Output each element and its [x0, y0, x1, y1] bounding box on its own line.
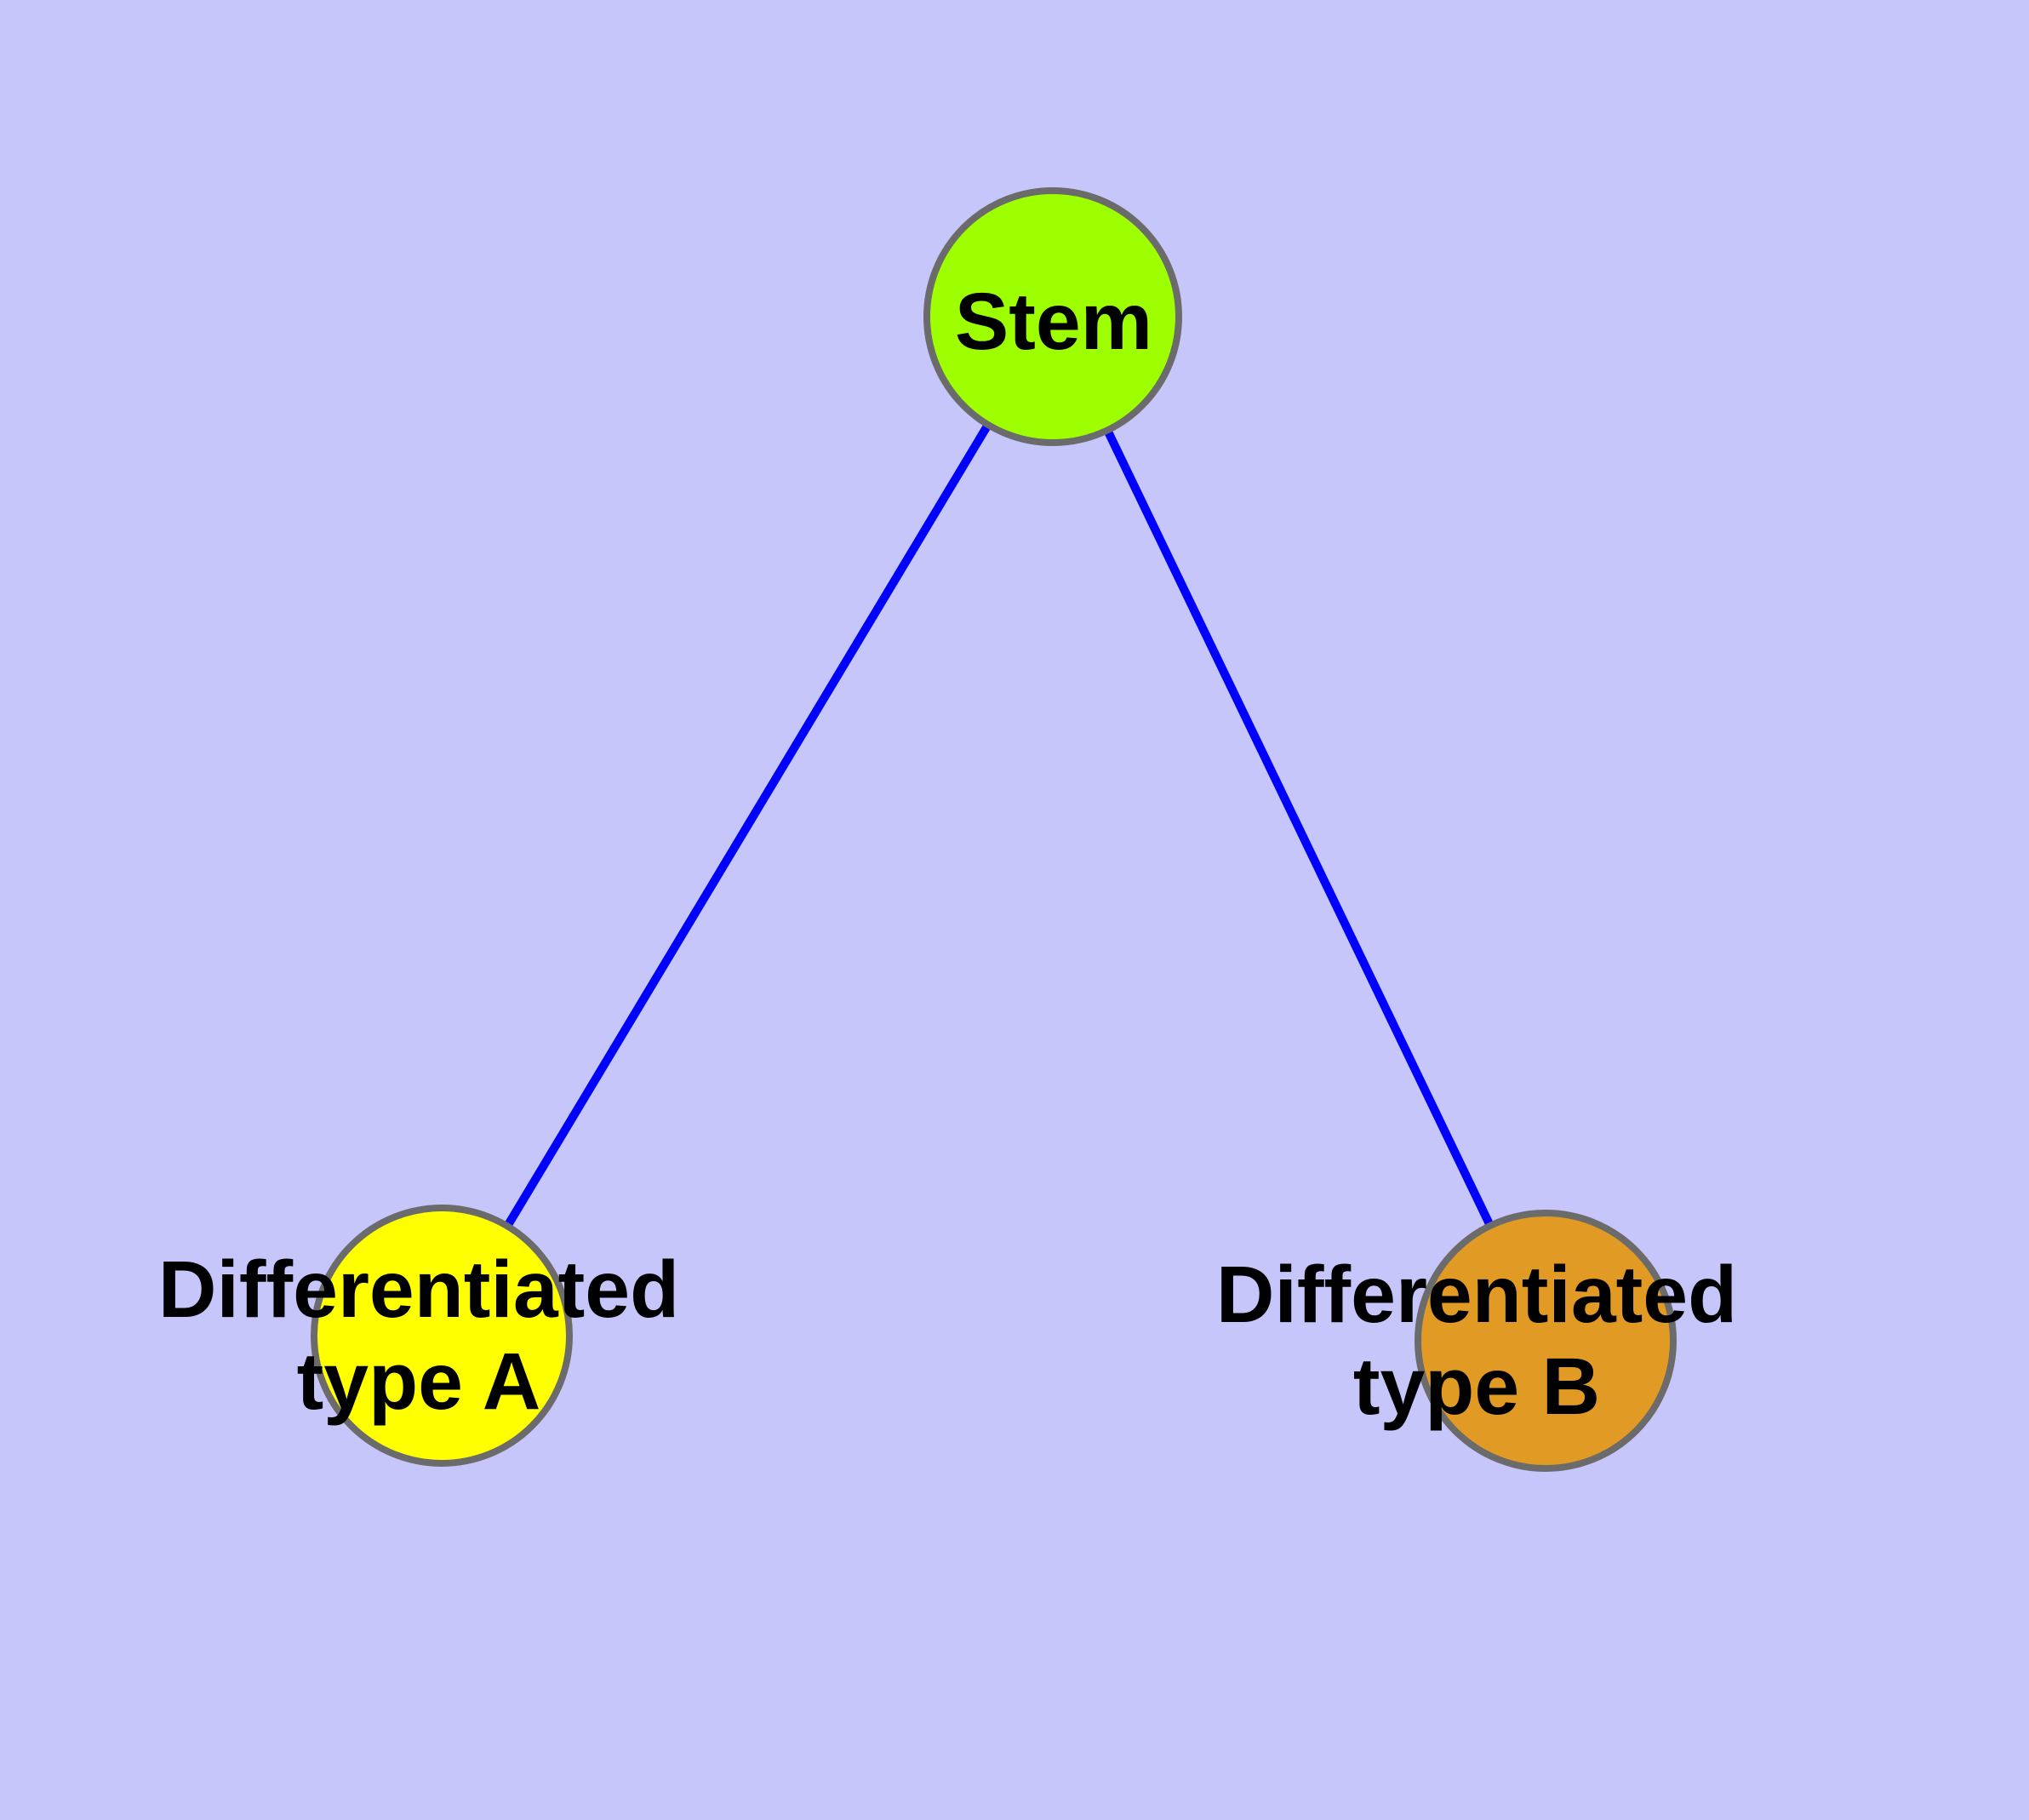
graph-node-diff-a[interactable] — [311, 1205, 573, 1467]
nodes-layer — [311, 187, 1677, 1472]
graph-edge-stem-to-diff-a — [437, 314, 1057, 1338]
node-label-line: type B — [1353, 1342, 1600, 1432]
graph-edge-stem-to-diff-b — [1049, 314, 1550, 1343]
node-label-line: Differentiated — [158, 1245, 679, 1335]
node-label-line: type A — [297, 1336, 541, 1427]
graph-node-diff-b[interactable] — [1415, 1210, 1677, 1472]
node-label-line: Stem — [955, 277, 1152, 367]
graph-node-stem[interactable] — [923, 187, 1182, 446]
node-label-stem: Stem — [955, 277, 1152, 367]
edges-layer — [437, 314, 1550, 1343]
node-label-line: Differentiated — [1216, 1250, 1737, 1340]
